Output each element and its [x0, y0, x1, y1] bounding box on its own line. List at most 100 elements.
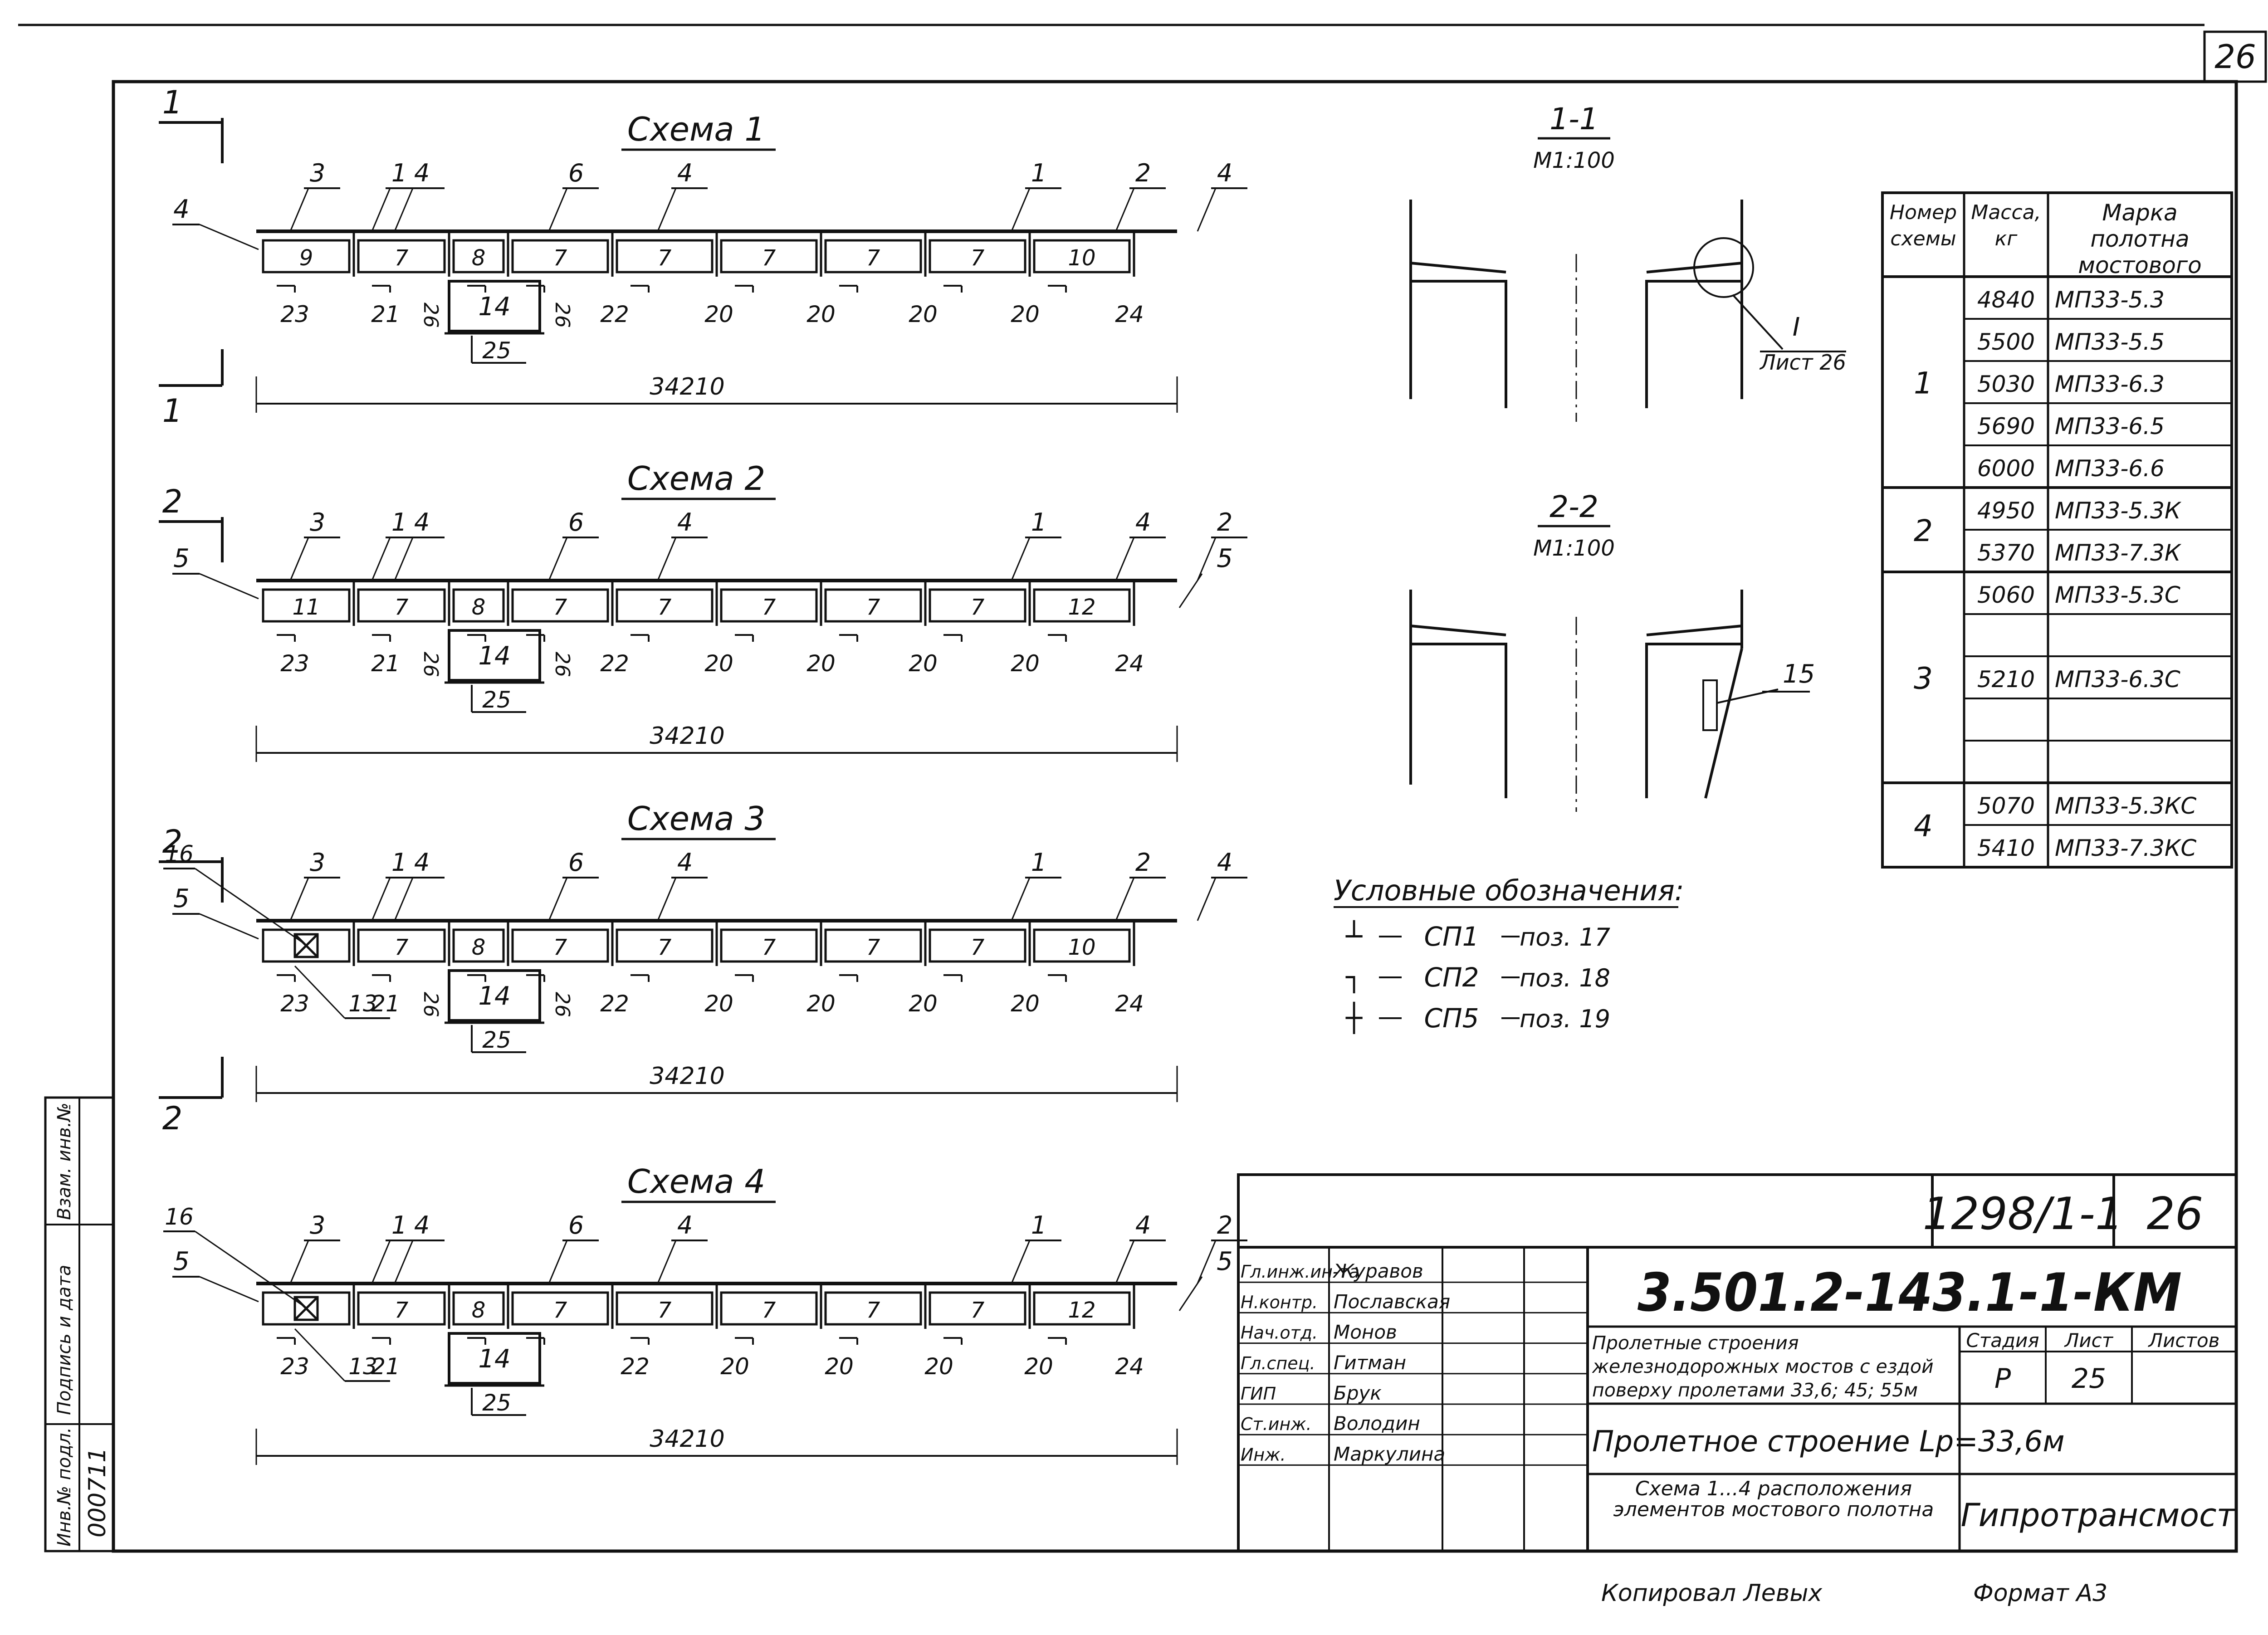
- top-label: 3: [310, 848, 325, 877]
- sheet-value: 25: [2072, 1363, 2106, 1395]
- top-label: 3: [310, 508, 325, 537]
- panel-label: 7: [866, 935, 880, 960]
- top-label: 1: [1031, 1211, 1046, 1240]
- left-end-label: 5: [173, 884, 190, 913]
- top-label: 4: [1217, 848, 1232, 877]
- bottom-label: 24: [1115, 650, 1144, 677]
- scheme-panel: [452, 239, 505, 273]
- bottom-label: 20: [909, 650, 938, 677]
- deck-mark: МП33-6.5: [2055, 413, 2165, 439]
- copied-by: Копировал Левых: [1601, 1580, 1823, 1607]
- panel-label: 7: [762, 245, 776, 271]
- scheme-panel: [262, 588, 351, 623]
- mass-value: 5210: [1977, 666, 2035, 693]
- scheme-panel: [262, 928, 351, 963]
- left-end-label: 5: [173, 1247, 190, 1276]
- panel-label: 7: [395, 1298, 409, 1323]
- side-stamp: Инв.№ подл. 000711 Подпись и дата Взам. …: [44, 1096, 115, 1552]
- scheme-number: 3: [1914, 661, 1933, 696]
- bottom-label: 22: [621, 1353, 650, 1380]
- side-stamp-inv-value: 000711: [84, 1447, 111, 1537]
- scheme-panel: [616, 239, 714, 273]
- staff-role: Инж.: [1241, 1445, 1286, 1464]
- top-label: 4: [677, 848, 693, 877]
- bottom-label: 21: [371, 650, 400, 677]
- top-label: 1: [391, 848, 407, 877]
- deck-mark: МП33-5.3: [2055, 287, 2165, 313]
- legend-code: СП1: [1424, 921, 1479, 952]
- panel-label: 7: [866, 1298, 880, 1323]
- scheme-panel: [357, 239, 446, 273]
- top-label: 1: [391, 159, 407, 187]
- top-label: 6: [568, 1211, 584, 1240]
- top-label: 4: [677, 1211, 693, 1240]
- scheme-panel: [262, 239, 351, 273]
- bottom-label: 23: [280, 991, 309, 1017]
- panel-label: 9: [299, 245, 313, 271]
- panel-label: 7: [971, 245, 985, 271]
- scheme-panel: [929, 928, 1026, 963]
- legend-code: СП5: [1424, 1003, 1479, 1034]
- dimension-length: 34210: [650, 1425, 724, 1453]
- panel-label: 7: [866, 595, 880, 620]
- bottom-label: 24: [1115, 301, 1144, 327]
- corner-sheet-number: 26: [2214, 38, 2256, 76]
- bottom-label: 20: [1011, 991, 1040, 1017]
- scheme-panel: [511, 239, 609, 273]
- panel-label: 8: [472, 595, 486, 620]
- scheme-panel: [1033, 928, 1131, 963]
- staff-role: Ст.инж.: [1241, 1414, 1312, 1434]
- document-description: Пролетные строения железнодорожных мосто…: [1592, 1332, 1934, 1399]
- deck-mark: МП33-5.3С: [2055, 582, 2180, 608]
- section-2-2-scale: М1:100: [1533, 536, 1615, 561]
- mass-table-header-cell: Марка полотна мостового: [2078, 200, 2202, 274]
- bottom-label: 26: [419, 303, 442, 328]
- bottom-label: 20: [807, 991, 836, 1017]
- top-label: 4: [1135, 508, 1151, 537]
- bottom-label: 21: [371, 301, 400, 327]
- extra-label: 16: [165, 1204, 194, 1230]
- scheme-panel: [616, 1291, 714, 1326]
- bottom-label: 20: [720, 1353, 749, 1380]
- legend-position: поз. 19: [1520, 1005, 1610, 1033]
- panel-label: 7: [553, 595, 567, 620]
- sheet-frame: [18, 24, 2267, 1553]
- mass-value: 5070: [1977, 793, 2035, 819]
- top-label: 1: [1031, 508, 1046, 537]
- scheme-number: 1: [1914, 366, 1933, 401]
- bottom-label: 20: [704, 301, 733, 327]
- section-1-1: 1-1 М1:100 I Лист 26: [1409, 102, 1846, 422]
- sheets-label: Листов: [2148, 1329, 2220, 1352]
- center-bottom-label: 25: [482, 1390, 511, 1416]
- scheme-panel: [720, 239, 818, 273]
- top-label: 4: [1135, 1211, 1151, 1240]
- panel-label: 8: [472, 1298, 486, 1323]
- section-mark: 2: [162, 483, 183, 520]
- mass-table-header-cell: Номер схемы: [1889, 201, 1957, 250]
- panel-label: 7: [971, 935, 985, 960]
- mass-value: 5410: [1977, 835, 2035, 861]
- deck-mark: МП33-5.5: [2055, 329, 2165, 355]
- legend-code: СП2: [1424, 962, 1479, 993]
- scheme-panel: [357, 1291, 446, 1326]
- scheme-panel: [824, 239, 922, 273]
- bottom-label: 21: [371, 991, 400, 1017]
- scheme-panel: [452, 928, 505, 963]
- center-box-label: 14: [478, 981, 510, 1011]
- center-bottom-label: 25: [482, 1027, 511, 1053]
- bottom-label: 20: [1011, 301, 1040, 327]
- format-label: Формат А3: [1973, 1580, 2107, 1607]
- staff-name: Володин: [1334, 1412, 1420, 1435]
- panel-label: 7: [658, 935, 672, 960]
- scheme-title: Схема 2: [627, 459, 765, 498]
- mass-table-header-cell: Масса, кг: [1971, 201, 2041, 250]
- top-label: 4: [677, 159, 693, 187]
- side-stamp-replace-label: Взам. инв.№: [54, 1103, 75, 1220]
- bottom-label: 22: [600, 991, 629, 1017]
- organization: Гипротрансмост: [1961, 1497, 2236, 1534]
